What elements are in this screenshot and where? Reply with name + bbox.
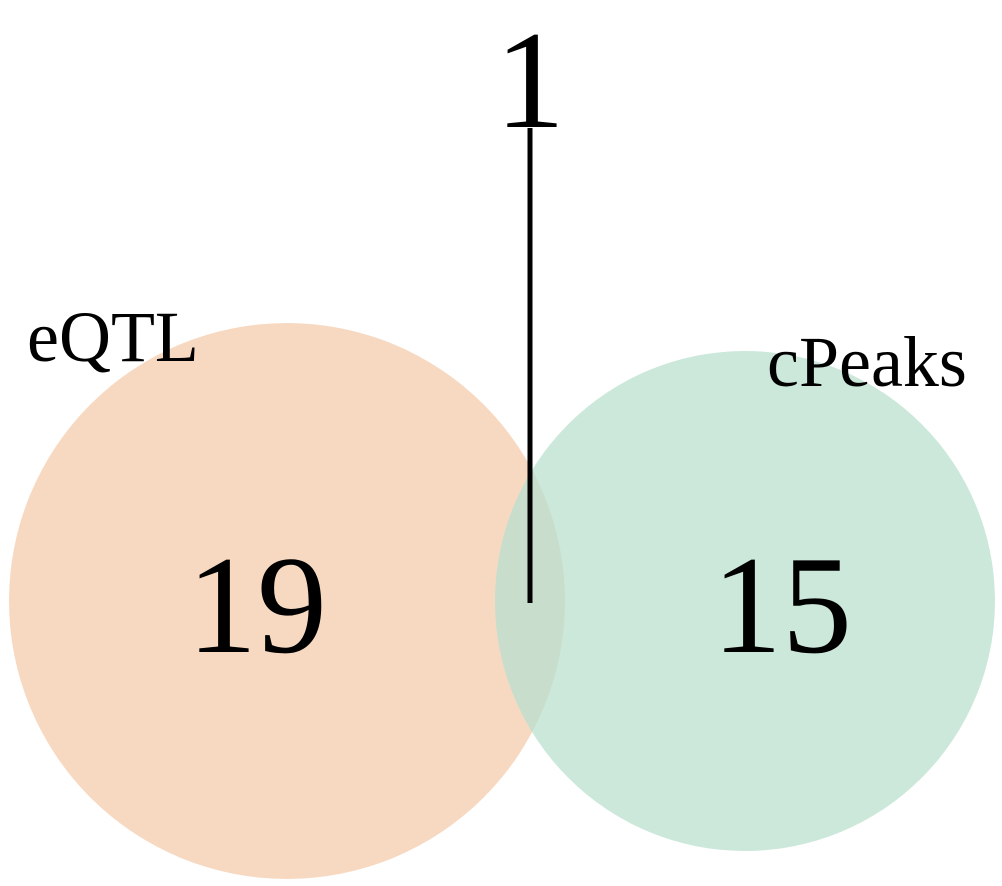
cpeaks-only-count-label: 15 — [712, 528, 852, 683]
overlap-count-label: 1 — [495, 3, 565, 158]
cpeaks-circle — [495, 351, 995, 851]
eqtl-circle — [9, 323, 565, 879]
eqtl-only-count-label: 19 — [187, 528, 327, 683]
cpeaks-set-label: cPeaks — [767, 322, 967, 402]
eqtl-set-label: eQTL — [27, 297, 199, 377]
